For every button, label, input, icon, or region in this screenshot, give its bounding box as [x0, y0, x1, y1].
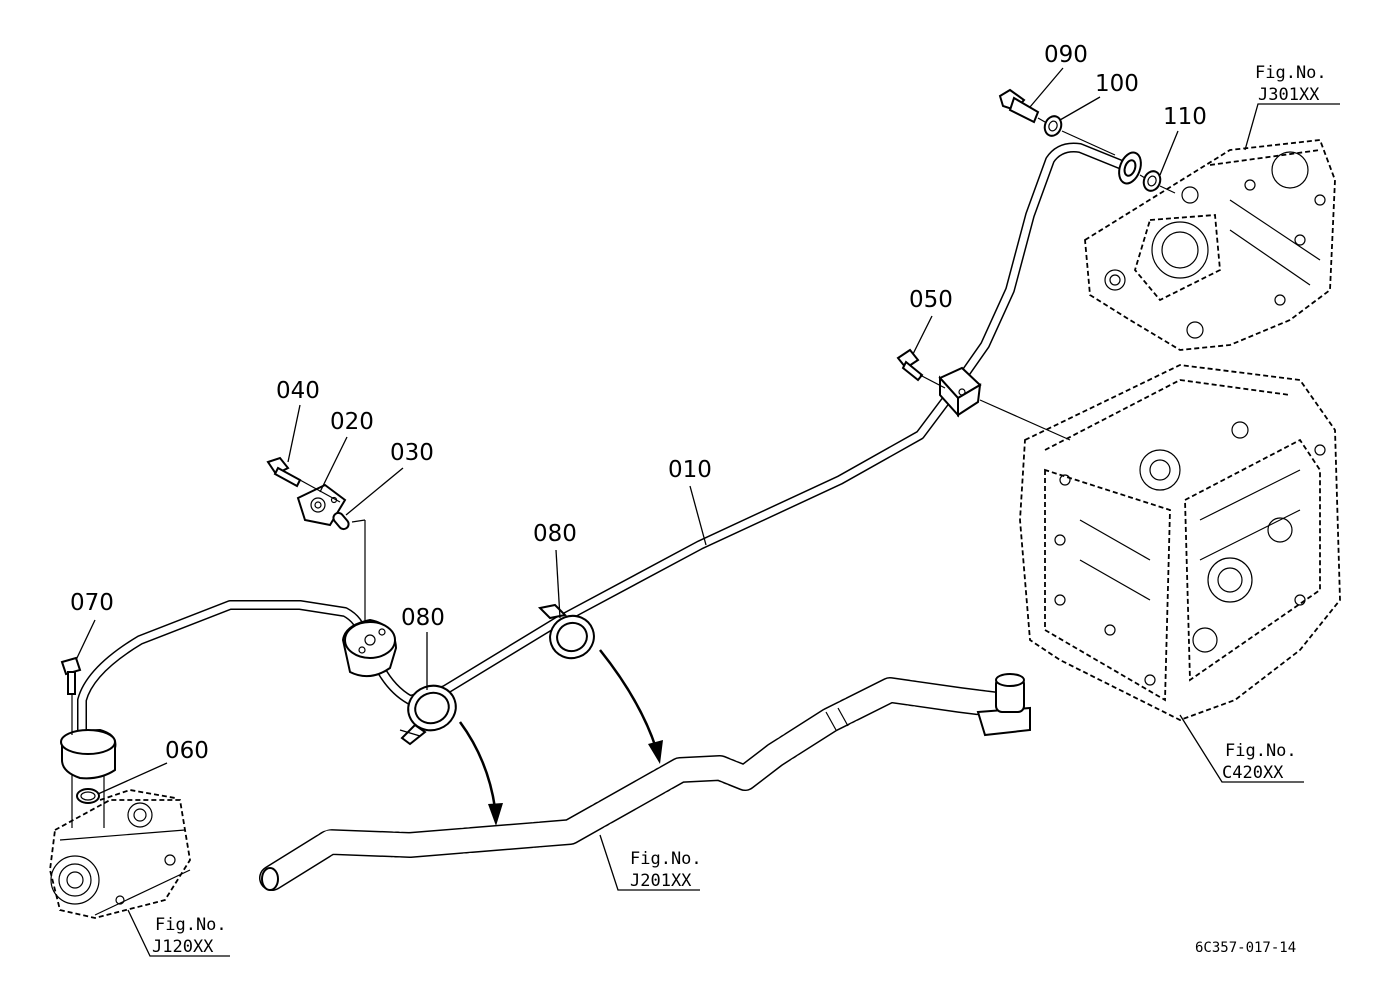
direction-arrows — [458, 649, 663, 826]
washer-100 — [1043, 115, 1063, 137]
valve-block — [1084, 139, 1336, 351]
o-ring-030 — [332, 511, 350, 531]
label-040: 040 — [276, 378, 320, 404]
drawing-code: 6C357-017-14 — [1195, 940, 1296, 956]
fig-ref-j301-line1: Fig.No. — [1255, 63, 1327, 83]
label-030: 030 — [390, 440, 434, 466]
part-labels: 010 020 030 040 050 060 070 080 080 090 … — [70, 42, 1207, 764]
pipe-010 — [77, 142, 1127, 743]
fig-ref-j120-line1: Fig.No. — [155, 915, 227, 935]
washer-110 — [1142, 170, 1162, 192]
pipe-flange-mid — [341, 618, 398, 678]
label-110: 110 — [1163, 104, 1207, 130]
pipe-flange-pump — [60, 728, 117, 780]
fig-ref-j201-line2: J201XX — [630, 871, 692, 891]
label-010: 010 — [668, 457, 712, 483]
fig-ref-j120-line2: J120XX — [152, 937, 214, 957]
label-070: 070 — [70, 590, 114, 616]
label-080-left: 080 — [401, 605, 445, 631]
fig-ref-j201-line1: Fig.No. — [630, 849, 702, 869]
label-050: 050 — [909, 287, 953, 313]
part-leaders — [75, 67, 1179, 795]
fig-ref-j301-line2: J301XX — [1258, 85, 1320, 105]
o-ring-060 — [76, 788, 100, 804]
fig-ref-c420-line1: Fig.No. — [1225, 741, 1297, 761]
fig-ref-leaders — [127, 103, 1340, 957]
clamp-080-right — [537, 603, 595, 660]
fig-ref-labels: Fig.No. J301XX Fig.No. C420XX Fig.No. J2… — [152, 63, 1327, 957]
banjo-bolt-090 — [998, 88, 1040, 124]
label-100: 100 — [1095, 71, 1139, 97]
label-090: 090 — [1044, 42, 1088, 68]
label-020: 020 — [330, 409, 374, 435]
reference-pipe-j201 — [259, 673, 1031, 891]
label-060: 060 — [165, 738, 209, 764]
transmission-case — [1019, 364, 1341, 721]
hydraulic-pump — [49, 789, 191, 919]
bolt-050 — [896, 348, 924, 382]
clamp-080-left — [399, 684, 457, 746]
label-080-right: 080 — [533, 521, 577, 547]
banjo-fitting — [1118, 151, 1142, 185]
bolt-040 — [266, 456, 302, 488]
fig-ref-c420-line2: C420XX — [1222, 763, 1284, 783]
bolt-070 — [60, 656, 82, 695]
